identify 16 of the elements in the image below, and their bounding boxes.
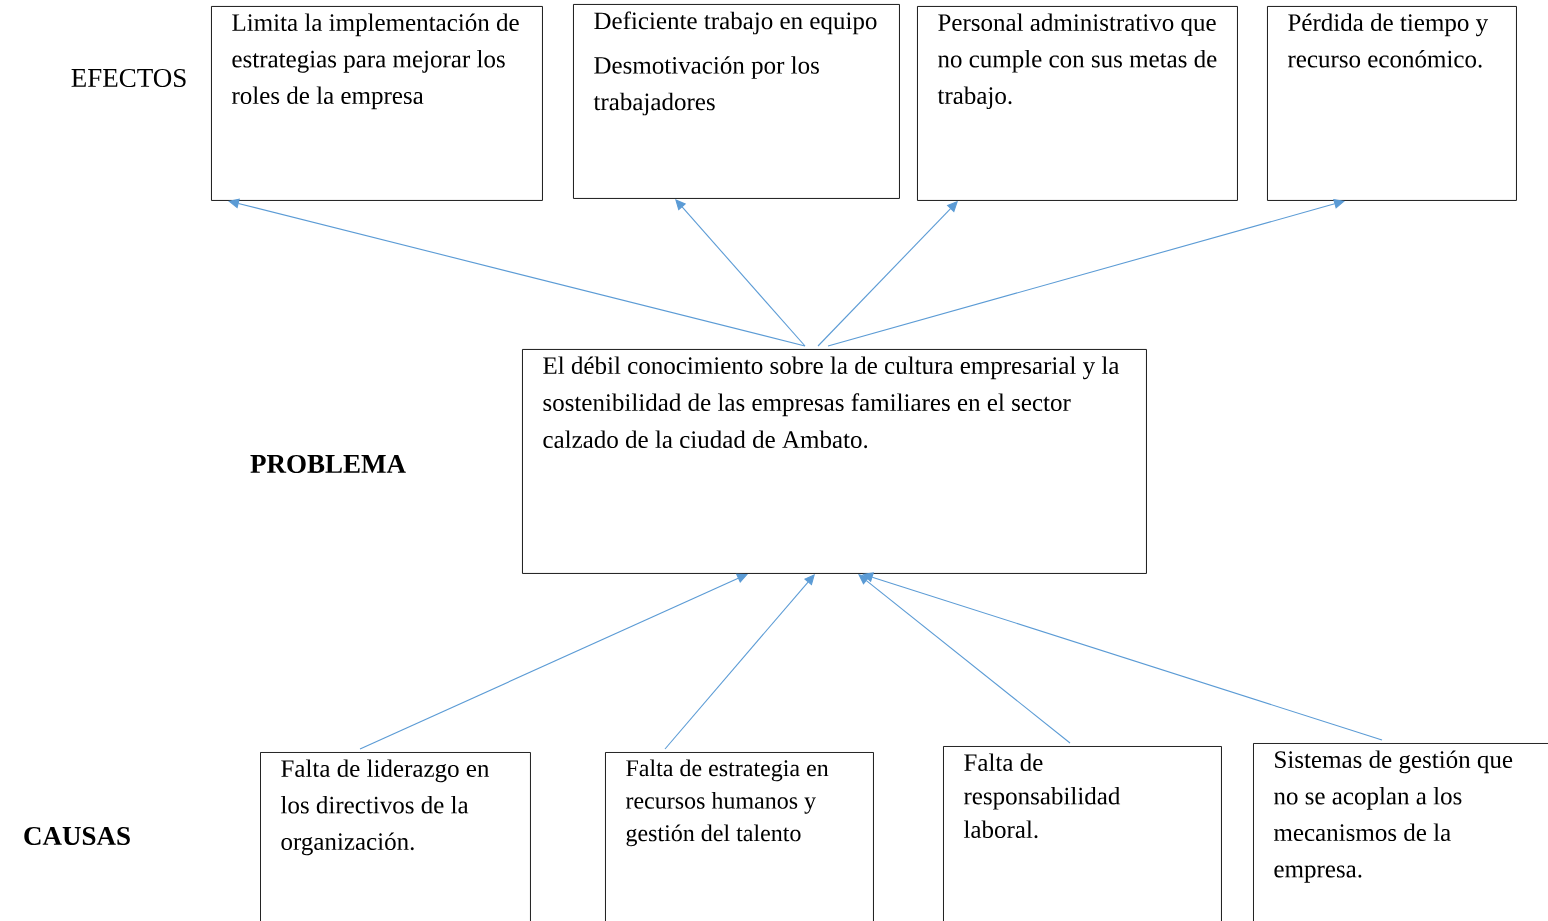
text-box: Personal administrativo que no cumple con sus metas de trabajo. <box>917 6 1238 201</box>
text-box: Falta de responsabilidad laboral. <box>943 746 1222 921</box>
arrow <box>827 198 1345 347</box>
text-box: Deficiente trabajo en equipo Desmotivación por los trabajadores <box>573 4 900 199</box>
section-label: EFECTOS <box>71 68 186 88</box>
section-label: CAUSAS <box>24 826 130 846</box>
text-box: Pérdida de tiempo y recurso económico. <box>1267 6 1517 201</box>
arrow <box>359 573 748 750</box>
arrow <box>862 572 1383 741</box>
text-box: Limita la implementación de estrategias para mejorar los roles de la empresa <box>211 6 543 201</box>
text-box: Falta de liderazgo en los directivos de la organización. <box>260 752 531 921</box>
arrow <box>228 198 806 347</box>
text-box: El débil conocimiento sobre la de cultura empresarial y la sostenibilidad de las empresas familiares en el sector calzado de la ciudad de Ambato. <box>522 349 1147 574</box>
text-box: Sistemas de gestión que no se acoplan a los mecanismos de la empresa. <box>1253 743 1548 921</box>
text-box: Falta de estrategia en recursos humanos y gestión del talento <box>605 752 874 921</box>
section-label: PROBLEMA <box>250 454 406 474</box>
